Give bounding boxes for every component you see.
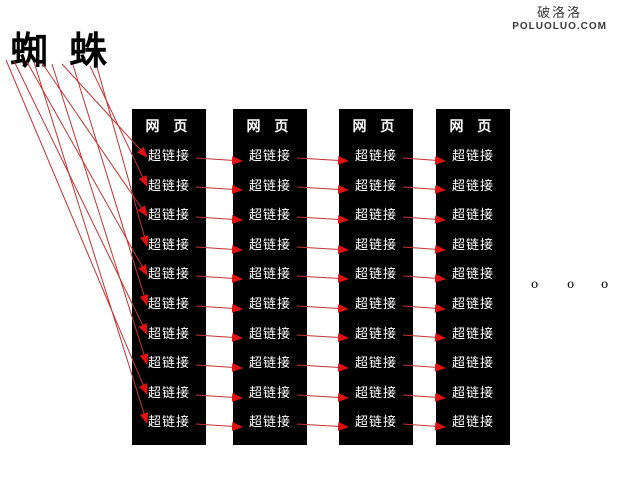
hyperlink-item: 超链接	[248, 236, 291, 252]
hyperlink-item: 超链接	[354, 414, 397, 430]
hyperlink-item: 超链接	[248, 207, 291, 223]
hyperlink-item: 超链接	[248, 177, 291, 193]
hyperlink-item: 超链接	[354, 295, 397, 311]
webpage-column-header: 网 页	[449, 118, 497, 134]
spider-to-hyperlink-arrow	[13, 60, 148, 335]
spider-label: 蜘 蛛	[10, 28, 112, 73]
hyperlink-item: 超链接	[354, 355, 397, 371]
hyperlink-item: 超链接	[451, 266, 494, 282]
hyperlink-item: 超链接	[147, 207, 190, 223]
hyperlink-item: 超链接	[451, 384, 494, 400]
hyperlink-item: 超链接	[248, 266, 291, 282]
hyperlink-item: 超链接	[354, 207, 397, 223]
webpage-column-header: 网 页	[246, 118, 294, 134]
webpage-column-1: 网 页超链接超链接超链接超链接超链接超链接超链接超链接超链接超链接	[132, 109, 206, 445]
hyperlink-item: 超链接	[147, 177, 190, 193]
hyperlink-item: 超链接	[147, 325, 190, 341]
hyperlink-item: 超链接	[147, 355, 190, 371]
hyperlink-item: 超链接	[147, 384, 190, 400]
ellipsis-dot: o	[567, 277, 575, 291]
watermark: 破洛洛 POLUOLUO.COM	[512, 5, 607, 34]
hyperlink-item: 超链接	[451, 325, 494, 341]
hyperlink-item: 超链接	[248, 148, 291, 163]
hyperlink-item: 超链接	[248, 384, 291, 400]
hyperlink-item: 超链接	[147, 148, 190, 163]
hyperlink-item: 超链接	[451, 148, 494, 163]
hyperlink-item: 超链接	[354, 177, 397, 193]
hyperlink-item: 超链接	[354, 266, 397, 282]
ellipsis-dot: o	[531, 277, 539, 291]
hyperlink-item: 超链接	[248, 414, 291, 430]
hyperlink-item: 超链接	[354, 384, 397, 400]
hyperlink-item: 超链接	[248, 325, 291, 341]
webpage-column-header: 网 页	[145, 118, 193, 134]
hyperlink-item: 超链接	[248, 355, 291, 371]
webpage-column-header: 网 页	[352, 118, 400, 134]
hyperlink-item: 超链接	[248, 295, 291, 311]
hyperlink-item: 超链接	[354, 325, 397, 341]
hyperlink-item: 超链接	[451, 355, 494, 371]
spider-to-hyperlink-arrow	[33, 61, 149, 424]
hyperlink-item: 超链接	[354, 236, 397, 252]
hyperlink-item: 超链接	[451, 414, 494, 430]
spider-to-hyperlink-arrow	[5, 59, 148, 395]
hyperlink-item: 超链接	[451, 236, 494, 252]
hyperlink-item: 超链接	[147, 295, 190, 311]
hyperlink-item: 超链接	[451, 177, 494, 193]
webpage-column-4: 网 页超链接超链接超链接超链接超链接超链接超链接超链接超链接超链接	[436, 109, 510, 445]
hyperlink-item: 超链接	[451, 295, 494, 311]
webpage-column-2: 网 页超链接超链接超链接超链接超链接超链接超链接超链接超链接超链接	[233, 109, 307, 445]
hyperlink-item: 超链接	[147, 236, 190, 252]
ellipsis-dot: o	[601, 277, 609, 291]
watermark-subtitle: POLUOLUO.COM	[512, 21, 607, 33]
spider-to-hyperlink-arrow	[26, 61, 148, 276]
webpage-column-3: 网 页超链接超链接超链接超链接超链接超链接超链接超链接超链接超链接	[339, 109, 413, 445]
hyperlink-item: 超链接	[147, 266, 190, 282]
hyperlink-item: 超链接	[451, 207, 494, 223]
hyperlink-item: 超链接	[354, 148, 397, 163]
hyperlink-item: 超链接	[147, 414, 190, 430]
watermark-title: 破洛洛	[537, 5, 583, 20]
